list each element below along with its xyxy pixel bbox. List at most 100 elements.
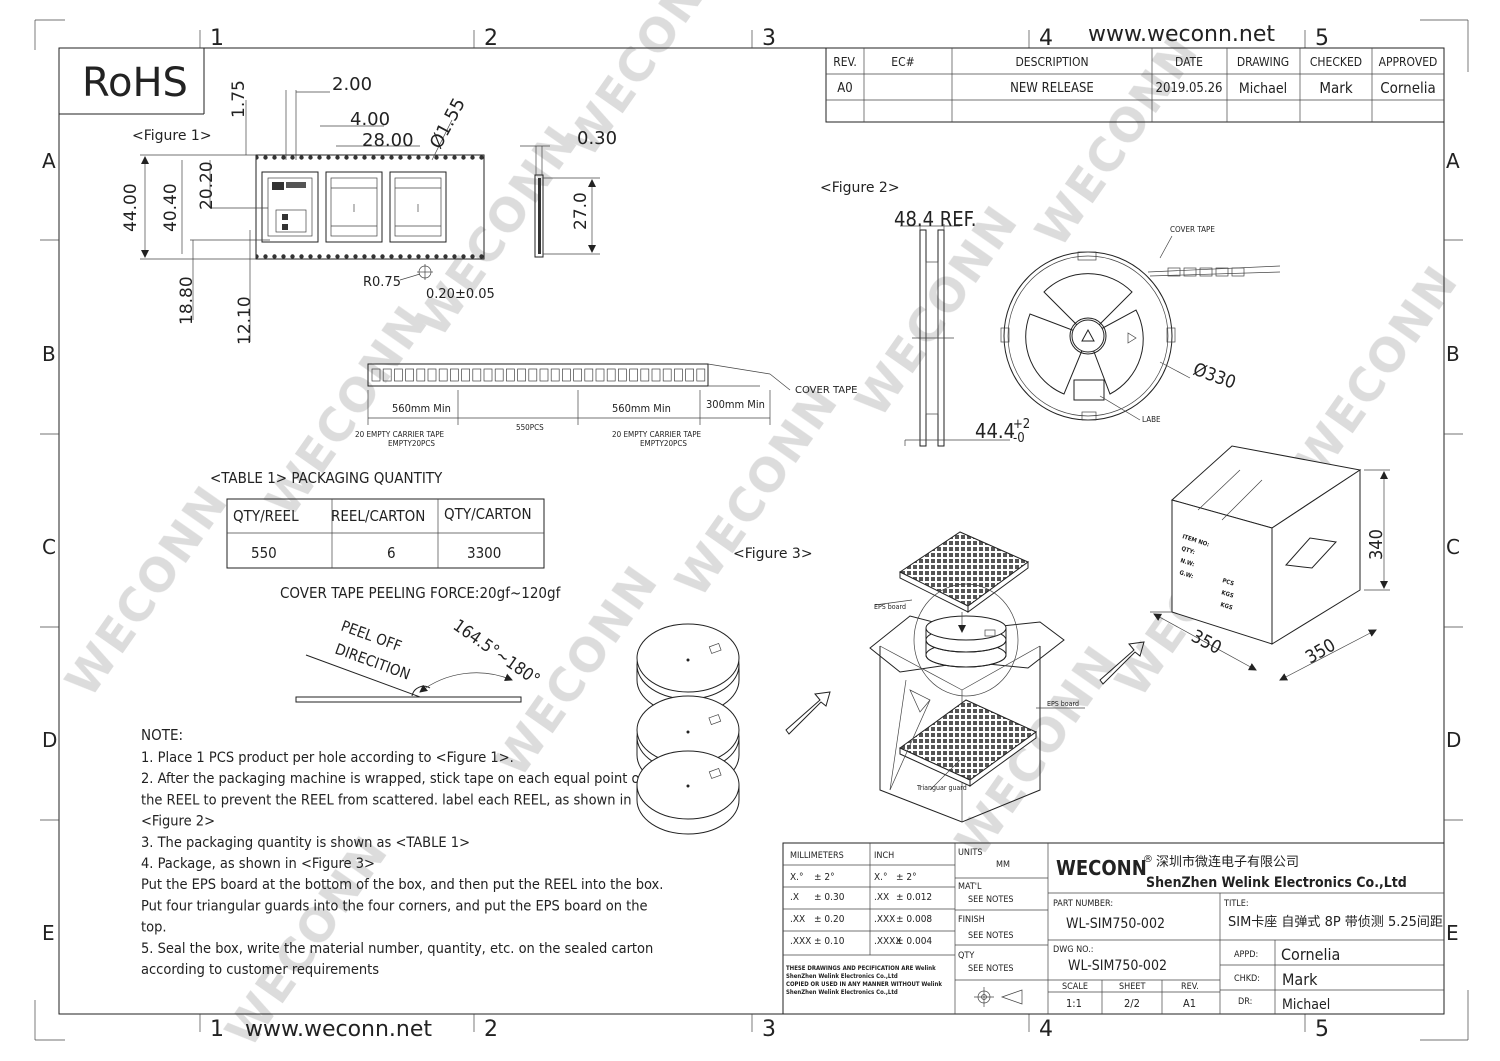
grid-col-label: 2: [484, 1017, 498, 1042]
dim-18-80: 18.80: [177, 276, 197, 325]
finish-value: SEE NOTES: [968, 931, 1014, 941]
grid-col-label: 1: [210, 26, 224, 51]
eps-top-label: EPS board: [874, 603, 906, 611]
dr-value: Michael: [1282, 997, 1330, 1013]
rev-cell: Cornelia: [1380, 79, 1436, 97]
reel-width-dim: 44.4: [975, 419, 1015, 443]
tape-pocket: [651, 368, 661, 382]
tol-inch-header: INCH: [874, 851, 894, 861]
dim-12-10: 12.10: [235, 296, 255, 345]
disclaimer-line: ShenZhen Welink Electronics Co.,Ltd: [786, 989, 898, 996]
tape-note1a: 20 EMPTY CARRIER TAPE: [355, 430, 445, 439]
units-value: MM: [996, 860, 1010, 870]
finish-label: FINISH: [958, 915, 985, 925]
peel-force-text: COVER TAPE PEELING FORCE:20gf~120gf: [280, 584, 562, 602]
sheet-label: SHEET: [1119, 982, 1145, 992]
drawing-frame: 1 2 3 4 5 1 2 3 4 5 A B C D E A B C D E: [34, 19, 1469, 1042]
flow-arrow: [1099, 641, 1145, 685]
rev-cell: A0: [837, 81, 852, 96]
dim-20-2: 20.20: [197, 161, 217, 210]
tape-pocket: [573, 368, 582, 382]
dim-44: 44.00: [121, 183, 141, 232]
rev-header: DESCRIPTION: [1015, 55, 1088, 69]
note-line: <Figure 2>: [141, 814, 215, 830]
tape-pocket: [483, 368, 493, 382]
company-logo: WECONN: [1056, 856, 1147, 880]
note-line: 3. The packaging quantity is shown as <T…: [141, 835, 470, 851]
rev-header: CHECKED: [1310, 55, 1362, 69]
grid-row-label: D: [42, 728, 57, 752]
tolerance-cell: ± 0.20: [814, 914, 845, 925]
carton-line: QTY:: [1180, 545, 1195, 556]
tape-pocket: [618, 368, 627, 382]
table1-cell: 550: [251, 544, 277, 562]
note-line: top.: [141, 920, 167, 936]
note-line: 1. Place 1 PCS product per hole accordin…: [141, 750, 514, 766]
tolerance-cell: .XX: [874, 892, 889, 903]
grid-row-label: A: [1446, 149, 1460, 173]
note-line: 4. Package, as shown in <Figure 3>: [141, 856, 375, 872]
rev-header: DRAWING: [1237, 55, 1289, 69]
disclaimer-line: ShenZhen Welink Electronics Co.,Ltd: [786, 973, 898, 980]
company-cn: 深圳市微连电子有限公司: [1156, 854, 1299, 870]
dim-2-00: 2.00: [332, 74, 372, 95]
tape-pocket: [674, 368, 683, 382]
tolerance-cell: ± 0.012: [896, 892, 932, 903]
watermark-text: WECONN: [405, 115, 589, 346]
grid-row-label: D: [1446, 728, 1461, 752]
exploded-box: EPS board EPS board Trianguar guard: [869, 531, 1085, 823]
tape-pocket: [517, 368, 526, 382]
sheet-value: 2/2: [1124, 997, 1140, 1010]
tolerance-cell: ± 0.004: [896, 936, 932, 947]
table1-title: <TABLE 1> PACKAGING QUANTITY: [210, 469, 443, 487]
tape-pocket: [427, 368, 437, 382]
grid-row-label: A: [42, 149, 56, 173]
title-block: MILLIMETERS INCH X.°± 2°X.°± 2°.X± 0.30.…: [782, 842, 1445, 1015]
tape-pocket: [405, 368, 414, 382]
tolerance-cell: ± 2°: [814, 872, 835, 883]
figure-1-carrier-tape: <Figure 1> 4: [121, 74, 617, 345]
dim-4-00: 4.00: [350, 109, 390, 130]
website-bottom[interactable]: www.weconn.net: [245, 1017, 432, 1042]
tape-pocket: [371, 368, 381, 382]
dim-0-20: 0.20±0.05: [426, 287, 495, 302]
grid-col-label: 1: [210, 1017, 224, 1042]
website-top[interactable]: www.weconn.net: [1088, 22, 1275, 47]
table1-header: QTY/CARTON: [444, 505, 532, 523]
pocket: [389, 171, 447, 243]
tolerance-cell: ± 0.30: [814, 892, 845, 903]
qty-label: QTY: [958, 951, 974, 961]
tolerance-cell: X.°: [874, 872, 888, 883]
chkd-label: CHKD:: [1234, 974, 1260, 984]
dim-r0-75: R0.75: [363, 275, 401, 290]
dim-1-55: Ø1.55: [426, 95, 470, 153]
tolerance-cell: .XXX: [790, 936, 811, 947]
tape-note2a: 20 EMPTY CARRIER TAPE: [612, 430, 702, 439]
tape-seg1: 560mm Min: [392, 402, 451, 415]
sprocket-holes-bottom: [256, 250, 484, 259]
reel-ref-dim: 48.4 REF.: [894, 207, 976, 231]
tape-pocket: [394, 368, 403, 382]
appd-label: APPD:: [1234, 950, 1258, 960]
rev-label: REV.: [1181, 982, 1199, 992]
pocket: [325, 171, 383, 243]
rev-header: APPROVED: [1379, 55, 1438, 69]
tape-seg3: 300mm Min: [706, 398, 765, 411]
projection-symbol: [974, 987, 1023, 1007]
rohs-box: RoHS: [59, 48, 205, 115]
rev-cell: 2019.05.26: [1156, 81, 1223, 96]
tape-pocket: [494, 368, 504, 382]
rev-header: DATE: [1175, 55, 1203, 69]
tape-note1b: EMPTY20PCS: [388, 439, 435, 448]
note-line: the REEL to prevent the REEL from scatte…: [141, 792, 632, 808]
tape-cover-label: COVER TAPE: [795, 385, 858, 396]
matl-value: SEE NOTES: [968, 895, 1014, 905]
table1-header: QTY/REEL: [233, 507, 299, 525]
tolerance-cell: .XXX: [874, 914, 895, 925]
tape-pocket: [382, 368, 392, 382]
tape-pocket: [595, 368, 605, 382]
registered-mark: ®: [1143, 854, 1153, 865]
grid-row-label: C: [1446, 535, 1460, 559]
carton-unit: KGS: [1219, 601, 1233, 612]
units-label: UNITS: [958, 848, 982, 858]
